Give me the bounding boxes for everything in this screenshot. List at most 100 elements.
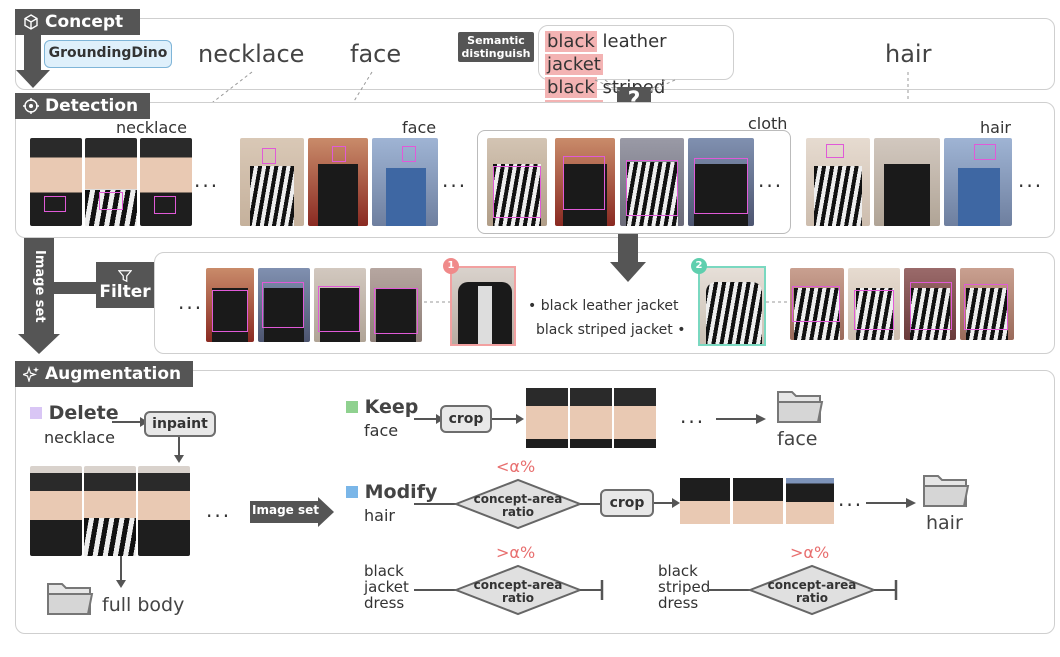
keep-color-square — [346, 401, 358, 413]
funnel-icon — [118, 270, 132, 283]
filter-bbox-3 — [318, 286, 360, 332]
modify-diamond-line1: concept-area — [474, 492, 563, 506]
filter-tab-label: Filter — [99, 282, 151, 302]
inpaint-down-arrow — [174, 437, 184, 463]
necklace-image-3 — [140, 138, 192, 226]
face-image-1 — [240, 138, 304, 226]
phrase1-jacket: jacket — [545, 54, 603, 75]
striped-overlay — [85, 190, 137, 226]
concept-arrow-shaft — [24, 34, 41, 74]
concept-word-necklace: necklace — [198, 40, 305, 68]
folder-icon-face — [777, 391, 824, 423]
cloth-image-2 — [555, 138, 615, 226]
case2-word-3: dress — [658, 594, 699, 612]
keep-sub: face — [364, 421, 399, 440]
cube-icon — [24, 14, 38, 30]
detection-ellipsis-3: ... — [758, 168, 784, 192]
cloth-group-box — [477, 130, 791, 234]
cloth-stripes — [493, 164, 541, 226]
cloth-leather — [563, 164, 607, 226]
filter-bbox-2 — [262, 282, 304, 328]
filter-stripes-7 — [910, 288, 950, 340]
lt-alpha-label: <α% — [496, 457, 536, 476]
face-image-3 — [372, 138, 438, 226]
filter-stripes-6 — [856, 288, 894, 340]
case2-text: black striped dress — [658, 563, 710, 611]
filter-tab: Filter — [96, 262, 154, 308]
filter-image-1 — [206, 268, 254, 342]
case2-decision: concept-area ratio — [708, 564, 898, 616]
delete-ellipsis: ... — [206, 498, 232, 522]
case1-word-1: black — [364, 562, 404, 580]
case1-decision: concept-area ratio — [414, 564, 604, 616]
concept-arrow-head — [16, 70, 50, 88]
face-bbox-3 — [402, 146, 416, 162]
blue-shirt — [386, 168, 426, 226]
concept-tab: Concept — [15, 9, 140, 35]
necklace-bbox-2 — [99, 192, 123, 210]
inpaint-pill: inpaint — [144, 411, 216, 437]
keep-face-1 — [526, 388, 568, 448]
keep-to-folder-arrow — [716, 414, 766, 424]
concept-word-face: face — [350, 40, 402, 68]
filter-text-2: black striped jacket • — [536, 322, 686, 338]
detection-ellipsis-1: ... — [194, 168, 220, 192]
filter-image-6 — [848, 268, 900, 340]
hair-bbox-3 — [974, 144, 996, 160]
detection-label-face: face — [402, 118, 437, 137]
filter-text-1-label: black leather jacket — [540, 298, 679, 314]
crop-pill-modify: crop — [600, 489, 654, 517]
cloth-bbox-1 — [493, 166, 541, 218]
filter-bbox-1 — [212, 290, 248, 332]
filter-bbox-7 — [910, 282, 952, 330]
modify-hair-2 — [733, 478, 783, 524]
filter-image-5 — [790, 268, 844, 340]
face-bbox-1 — [262, 148, 276, 164]
hair-leather — [884, 164, 930, 226]
hair-blue-shirt — [958, 168, 1000, 226]
filter-ellipsis-1: ... — [178, 290, 204, 314]
sparkle-icon — [23, 366, 39, 382]
detection-tab: Detection — [15, 93, 150, 119]
delete-title-label: Delete — [48, 402, 119, 424]
detection-label-necklace: necklace — [116, 118, 187, 137]
delete-stripes — [84, 518, 136, 556]
image-set-side-label: Image set — [32, 249, 47, 323]
filter-bbox-6 — [854, 290, 894, 330]
image-set-arrow-head — [18, 334, 60, 354]
augmentation-tab: Augmentation — [15, 361, 193, 387]
delete-image-2 — [84, 466, 136, 556]
ref-striped-jacket — [706, 282, 762, 344]
case1-diamond-line2: ratio — [502, 591, 534, 605]
detection-label-cloth: cloth — [748, 114, 788, 133]
keep-title: Keep — [346, 396, 418, 418]
case2-diamond-line1: concept-area — [768, 578, 857, 592]
case1-diamond-line1: concept-area — [474, 578, 563, 592]
necklace-image-2 — [85, 138, 137, 226]
filter-dashed-right — [766, 301, 790, 303]
filter-text-2-label: black striped jacket — [536, 322, 673, 338]
augmentation-tab-label: Augmentation — [45, 364, 182, 384]
phrase2-black: black — [545, 77, 597, 98]
gt-alpha-label-1: >α% — [496, 543, 536, 562]
detection-ellipsis-2: ... — [442, 168, 468, 192]
filter-ref-striped — [698, 266, 766, 346]
crop-pill-keep: crop — [440, 405, 492, 433]
concept-panel — [15, 18, 1055, 90]
gt-alpha-label-2: >α% — [790, 543, 830, 562]
delete-image-1 — [30, 466, 82, 556]
detection-ellipsis-4: ... — [1018, 168, 1044, 192]
striped-jacket — [250, 166, 294, 226]
filter-image-8 — [960, 268, 1014, 340]
modify-title: Modify — [346, 481, 437, 503]
folder-face-label: face — [777, 428, 818, 450]
case1-word-2: jacket — [364, 578, 409, 596]
folder-icon-hair — [923, 475, 970, 507]
detection-tab-label: Detection — [45, 96, 139, 116]
filter-bbox-4 — [374, 288, 418, 334]
cloth-bbox-2 — [563, 156, 605, 210]
filter-badge-2: 2 — [691, 258, 707, 274]
ref-leather-shirt — [478, 286, 492, 344]
case2-word-1: black — [658, 562, 698, 580]
filter-stripes-8 — [966, 288, 1008, 340]
